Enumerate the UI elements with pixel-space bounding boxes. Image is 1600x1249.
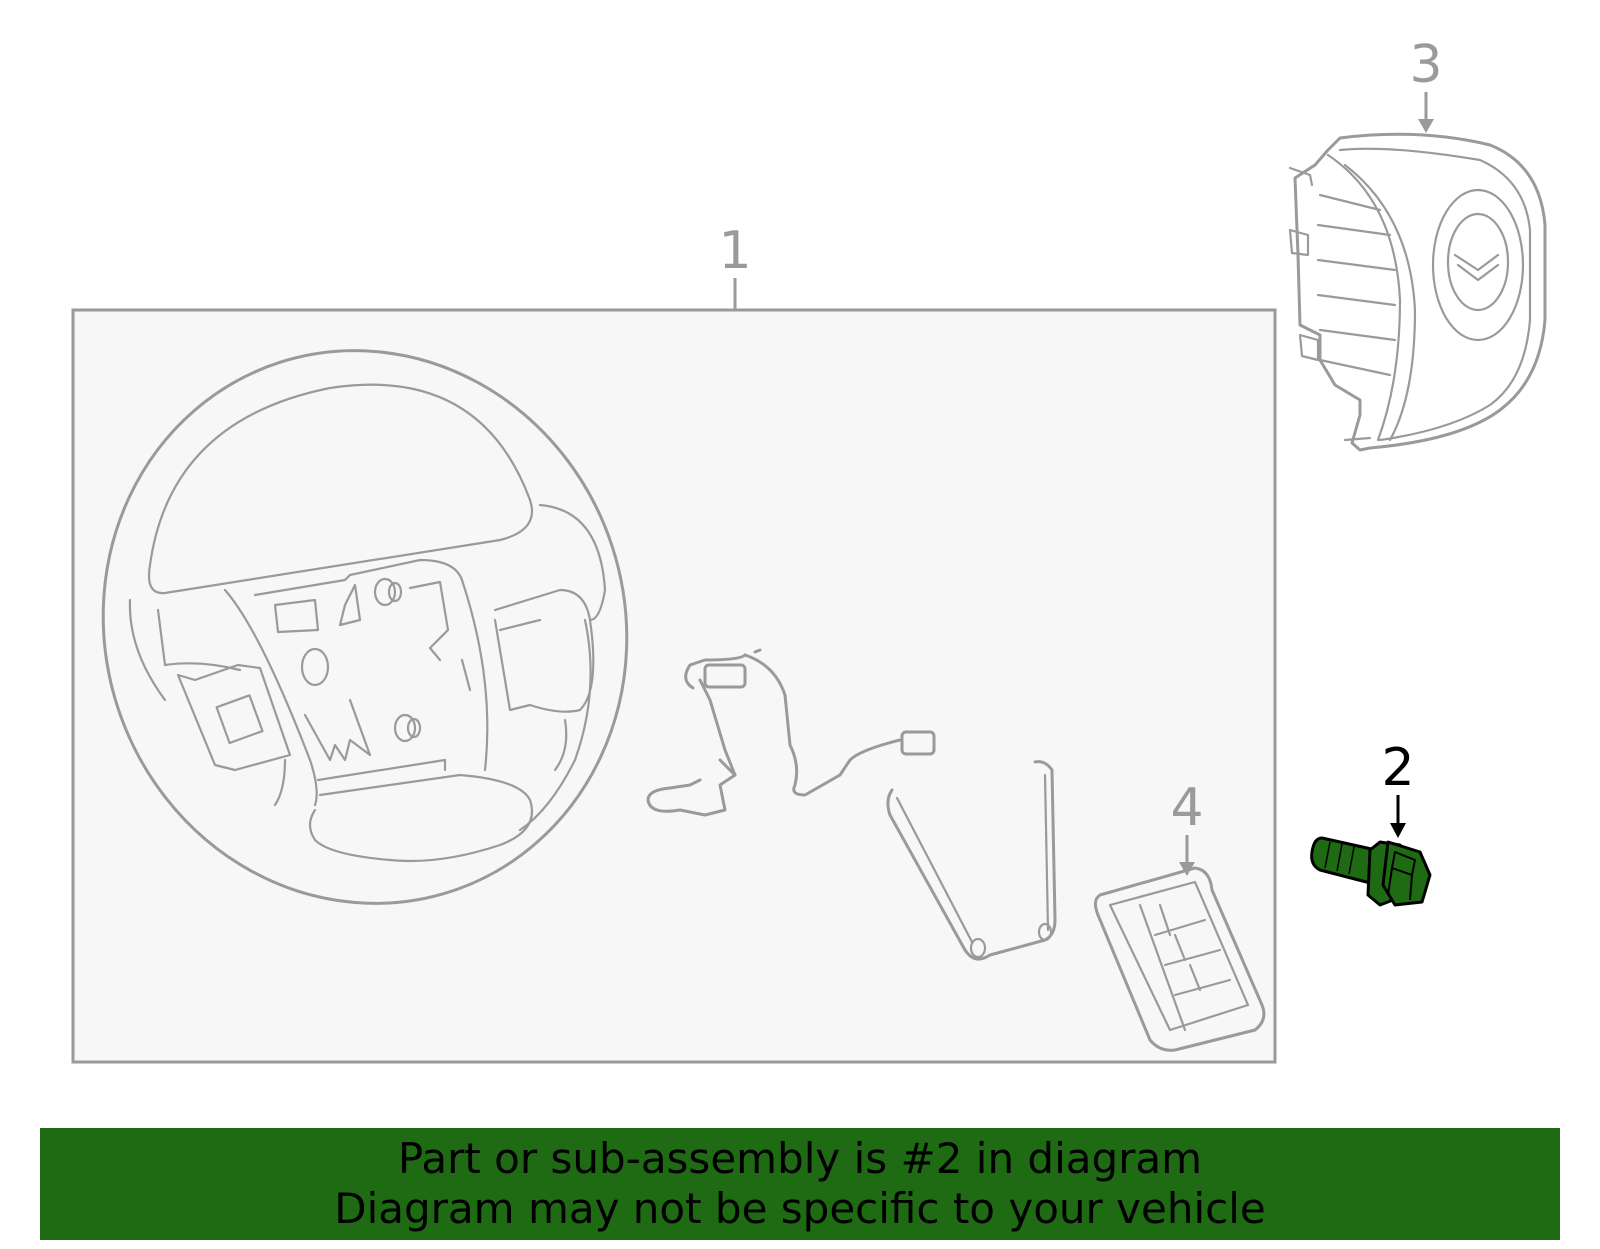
callout-number-2: 2 [1381,738,1414,798]
callout-number-1: 1 [718,221,751,281]
leader-arrowhead-2 [1390,823,1406,838]
bracket-illustration [886,760,1057,961]
banner-part-line: Part or sub-assembly is #2 in diagram [397,1134,1203,1183]
banner-disclaimer-line: Diagram may not be specific to your vehi… [334,1184,1266,1233]
callout-number-3: 3 [1409,35,1442,95]
bolt-part-2 [1310,836,1432,907]
info-banner-background [40,1128,1560,1240]
info-banner: Part or sub-assembly is #2 in diagram Di… [40,1128,1560,1240]
steering-wheel-illustration [101,349,629,905]
assembly-box-part-1 [71,308,1277,1064]
control-switch-illustration [1093,866,1266,1052]
airbag-module-illustration [1288,132,1547,452]
wiring-harness-illustration [646,648,936,817]
leader-arrowhead-3 [1418,119,1434,133]
callout-number-4: 4 [1170,778,1203,838]
